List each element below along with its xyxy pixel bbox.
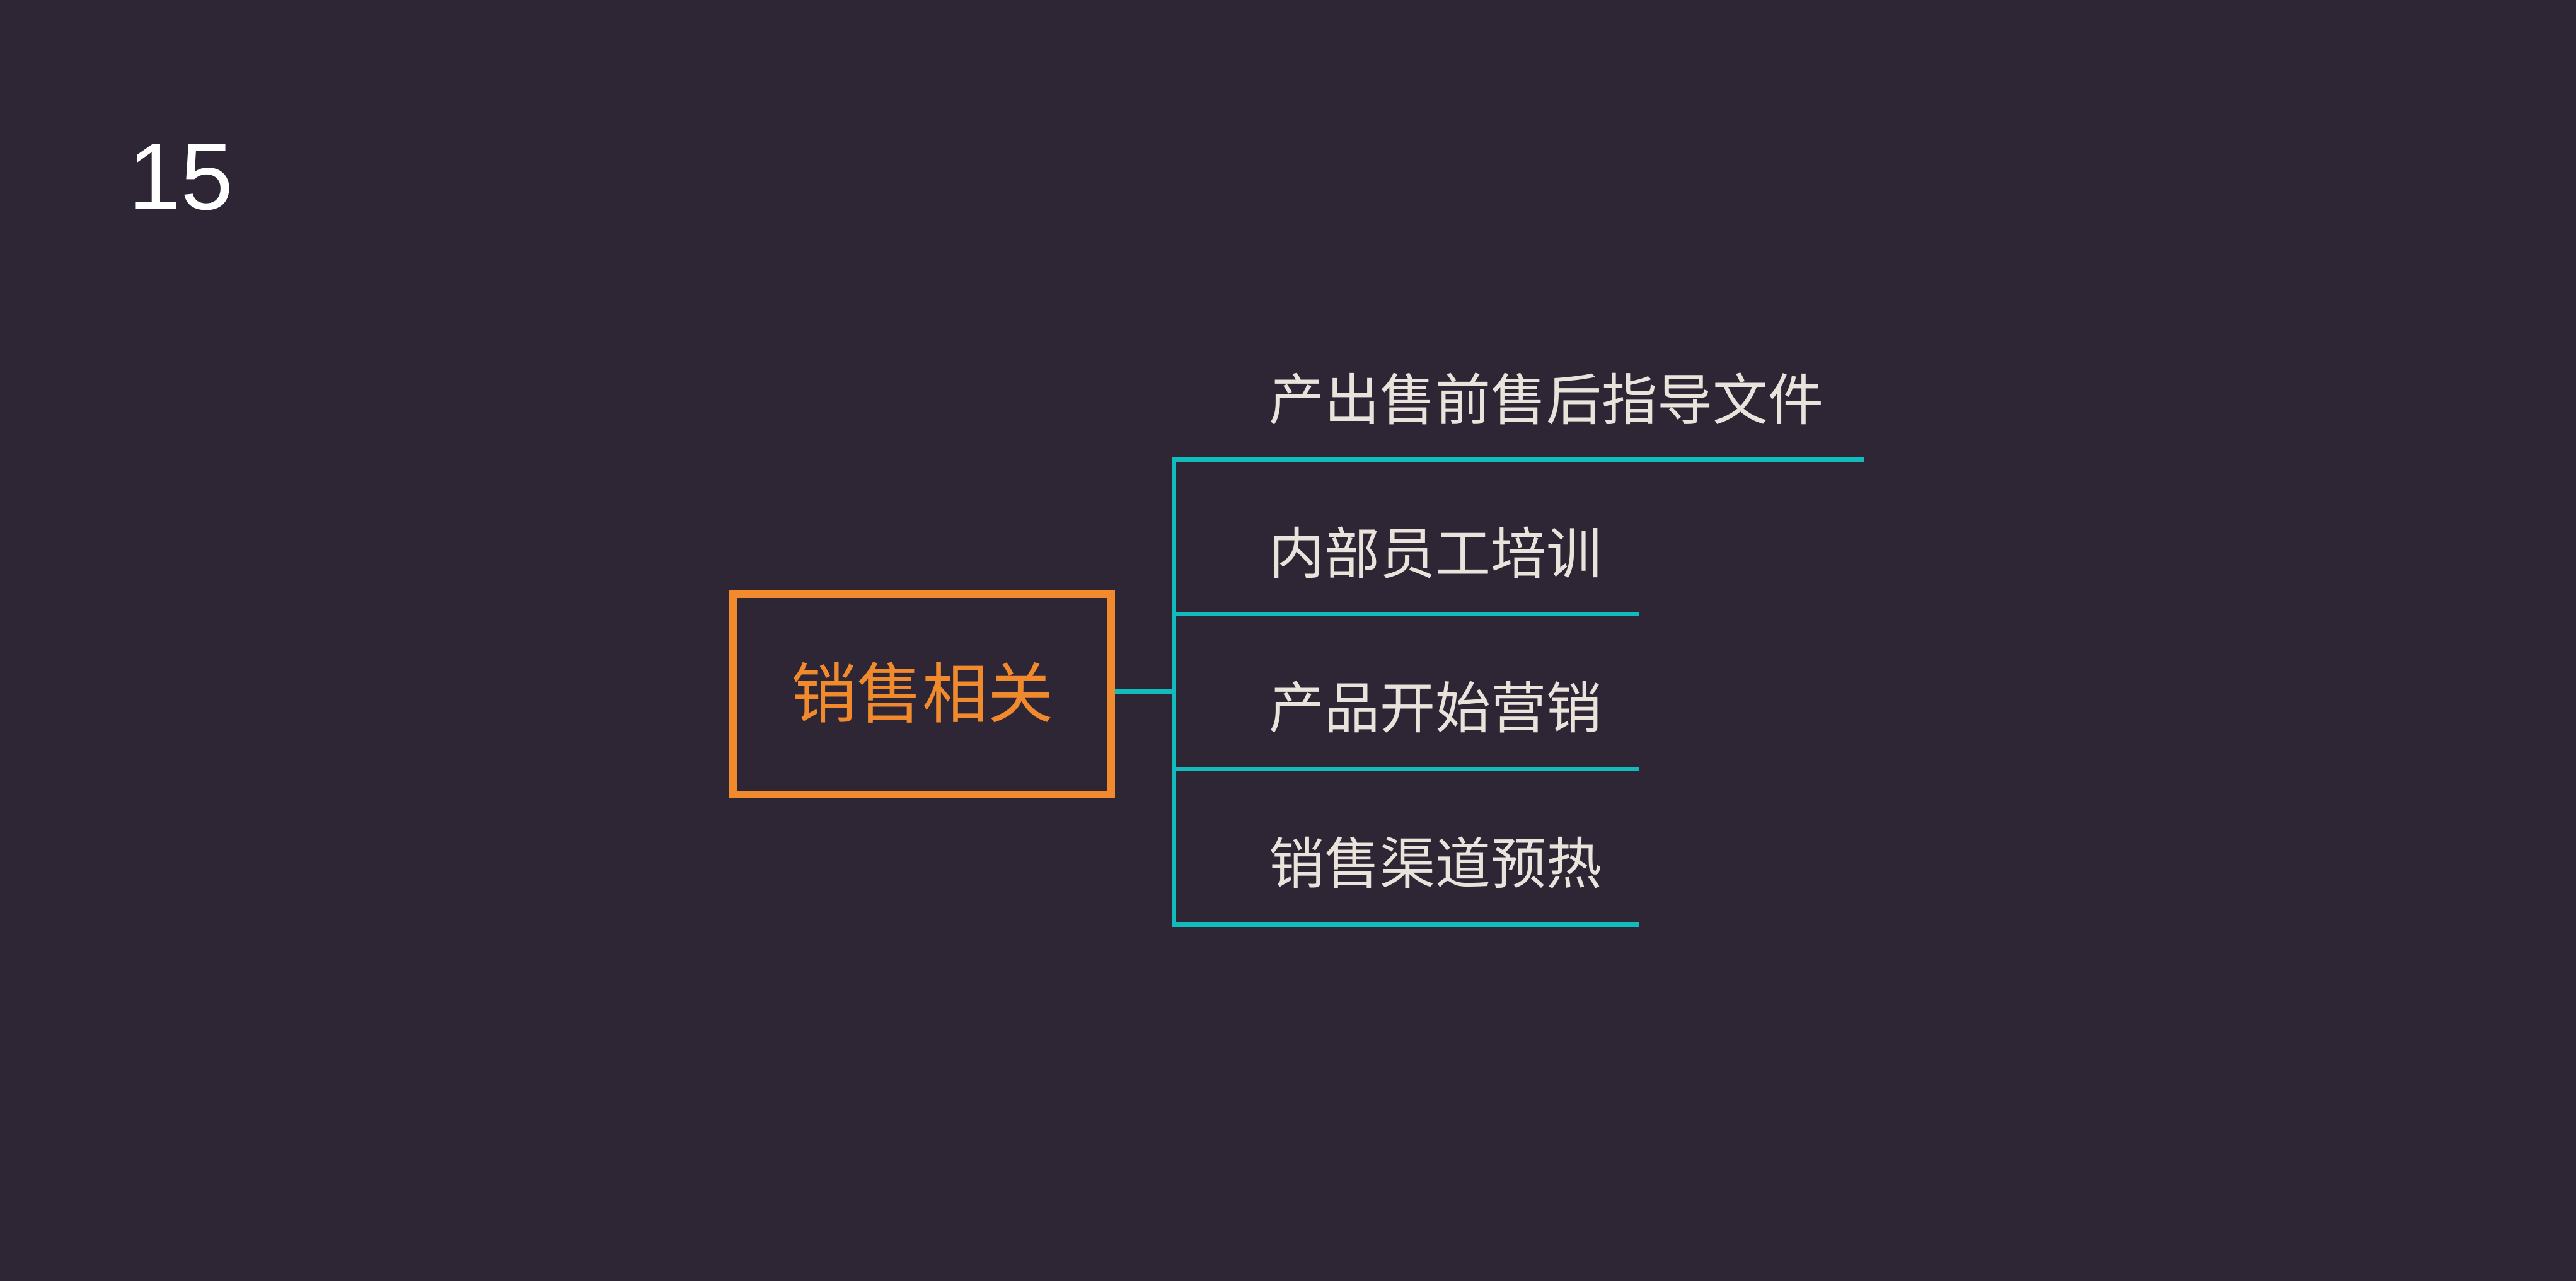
root-connector-line bbox=[1115, 689, 1175, 694]
branch-label-4: 销售渠道预热 bbox=[1269, 832, 1602, 897]
root-node-box: 销售相关 bbox=[729, 590, 1115, 798]
branch-underline-4 bbox=[1172, 922, 1639, 927]
branch-underline-3 bbox=[1172, 767, 1639, 771]
branch-underline-1 bbox=[1172, 457, 1864, 462]
branch-underline-2 bbox=[1172, 612, 1639, 616]
branch-label-3: 产品开始营销 bbox=[1269, 676, 1602, 741]
branch-label-1: 产出售前售后指导文件 bbox=[1269, 368, 1824, 433]
page-number: 15 bbox=[128, 124, 233, 229]
branch-spine-line bbox=[1172, 457, 1176, 927]
root-node-label: 销售相关 bbox=[790, 656, 1053, 733]
branch-label-2: 内部员工培训 bbox=[1269, 522, 1602, 587]
